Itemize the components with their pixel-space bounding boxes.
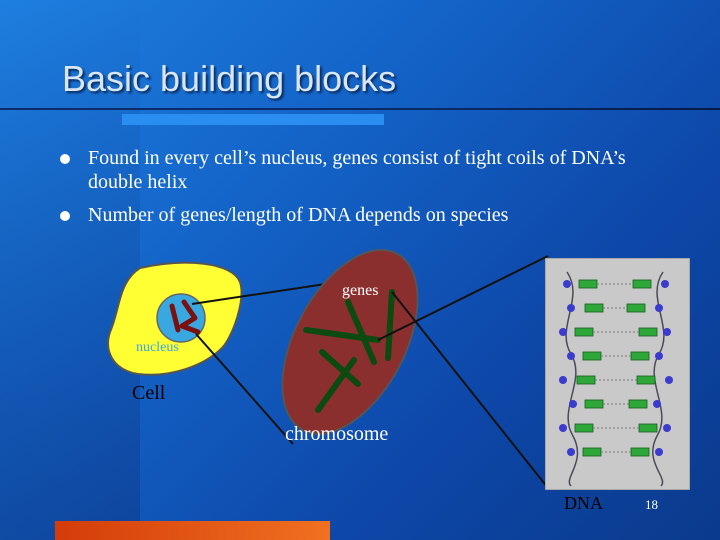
bullet-dot-icon [60, 211, 70, 221]
dna-label: DNA [564, 493, 603, 513]
page-number: 18 [645, 497, 658, 512]
nucleus-label: nucleus [136, 340, 179, 355]
slide-title: Basic building blocks [62, 58, 397, 99]
bullet-text: Found in every cell’s nucleus, genes con… [88, 147, 626, 193]
title-divider [0, 108, 720, 110]
connector-line [377, 255, 549, 341]
chromosome-shape [281, 249, 419, 435]
bullet-text: Number of genes/length of DNA depends on… [88, 204, 509, 226]
bullet-list: Found in every cell’s nucleus, genes con… [60, 146, 680, 236]
connector-line [195, 333, 294, 445]
dna-base-pairs [559, 279, 673, 457]
dna-helix-image [545, 258, 690, 490]
cell-label: Cell [132, 382, 166, 404]
genes-label: genes [342, 282, 379, 299]
chromosome-label: chromosome [285, 423, 389, 445]
bullet-dot-icon [60, 154, 70, 164]
bullet-item: Number of genes/length of DNA depends on… [60, 203, 680, 227]
nucleus-chromosome-icon [169, 299, 201, 335]
connector-line [391, 291, 549, 489]
title-accent-bar [122, 114, 384, 125]
bottom-accent-bar [55, 521, 330, 540]
bullet-item: Found in every cell’s nucleus, genes con… [60, 146, 680, 194]
chromatids [303, 289, 395, 413]
background-shade [0, 0, 140, 540]
